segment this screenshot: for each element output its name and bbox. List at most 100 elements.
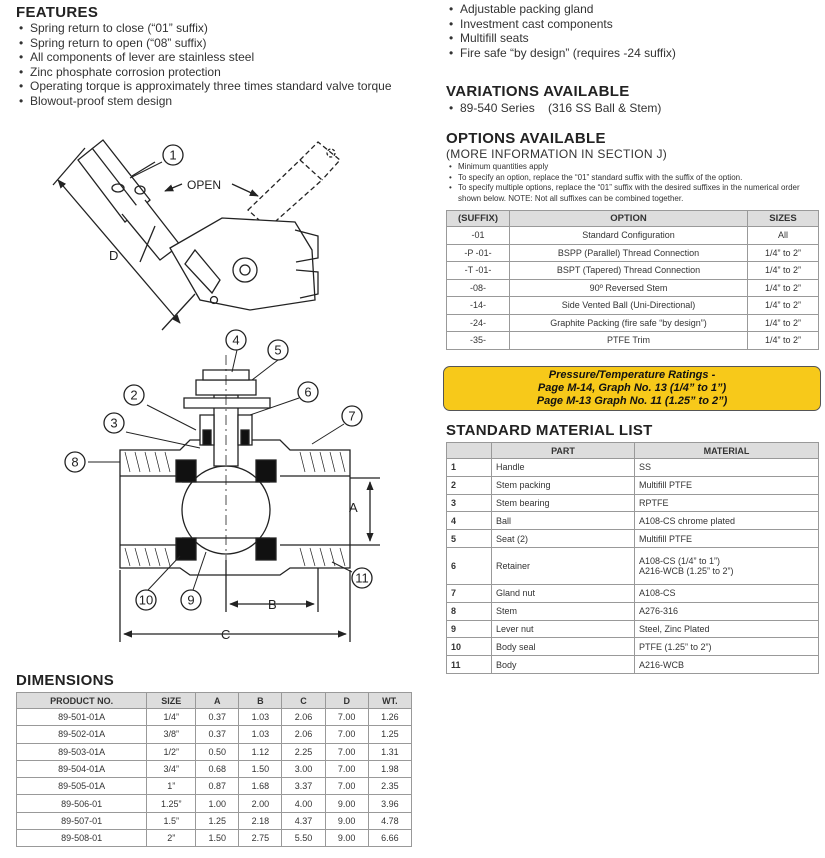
column-header: SIZE	[146, 692, 197, 709]
open-label: OPEN	[187, 178, 221, 192]
table-cell: Stem packing	[491, 475, 635, 495]
table-cell: 1/4” to 2”	[747, 243, 819, 262]
column-header	[446, 442, 492, 459]
column-header: OPTION	[509, 210, 748, 227]
table-cell: 7.00	[324, 777, 369, 796]
table-cell: 89-501-01A	[15, 707, 148, 727]
column-header: D	[324, 692, 369, 709]
dim-label-c: C	[221, 627, 230, 642]
callout-number: 8	[71, 455, 78, 470]
table-cell: Multifill PTFE	[634, 475, 819, 495]
callout-circle	[103, 412, 125, 434]
table-cell: 11	[446, 655, 492, 674]
table-cell: 1.25	[367, 725, 413, 744]
table-cell: PTFE (1.25” to 2”)	[634, 637, 819, 657]
column-header: SIZES	[747, 210, 819, 227]
table-cell: Ball	[491, 511, 635, 531]
table-cell: Stem bearing	[491, 493, 635, 513]
options-subheading: (MORE INFORMATION IN SECTION J)	[446, 147, 668, 161]
table-cell: 1.68	[238, 777, 283, 796]
variations-heading: VARIATIONS AVAILABLE	[446, 83, 630, 100]
table-cell: 2.06	[281, 725, 326, 744]
options-notes: Minimum quantities applyTo specify an op…	[446, 162, 811, 204]
table-cell: Multifill PTFE	[634, 529, 819, 548]
table-cell: 2.18	[238, 811, 283, 831]
table-cell: 2	[446, 475, 492, 495]
table-cell: 7.00	[324, 707, 369, 727]
column-header: B	[238, 692, 283, 709]
table-cell: 1.26	[367, 707, 413, 727]
table-cell: 0.37	[195, 707, 240, 727]
table-cell: 1/4”	[146, 707, 197, 727]
table-cell: 1.12	[238, 742, 283, 761]
option-row: -14-Side Vented Ball (Uni-Directional)1/…	[446, 296, 819, 315]
column-header: WT.	[367, 692, 413, 709]
table-cell: PTFE Trim	[509, 331, 748, 350]
variations-list: 89-540 Series (316 SS Ball & Stem)	[446, 101, 816, 116]
table-cell: 3.37	[281, 777, 326, 796]
valve-section-view	[119, 355, 380, 642]
table-cell: -01	[446, 226, 510, 245]
table-cell: 1/4” to 2”	[747, 331, 819, 350]
table-cell: A108-CS chrome plated	[634, 511, 819, 531]
dim-label-d: D	[109, 248, 118, 263]
table-cell: Body	[491, 655, 635, 674]
feature-item: All components of lever are stainless st…	[16, 50, 436, 65]
table-cell: 1.50	[195, 829, 240, 848]
table-cell: 10	[446, 637, 492, 657]
callout-circle	[341, 405, 363, 427]
materials-heading: STANDARD MATERIAL LIST	[446, 422, 653, 439]
table-cell: 2.00	[238, 794, 283, 813]
table-cell: -14-	[446, 296, 510, 315]
table-cell: 1.03	[238, 725, 283, 744]
option-row: -P -01-BSPP (Parallel) Thread Connection…	[446, 243, 819, 262]
pressure-line-2: Page M-14, Graph No. 13 (1/4” to 1”)	[537, 382, 727, 394]
table-cell: 1”	[146, 777, 197, 796]
callout-number: 4	[232, 333, 239, 348]
feature-item: Adjustable packing gland	[446, 2, 816, 17]
table-cell: 4	[446, 511, 492, 531]
table-cell: 1.03	[238, 707, 283, 727]
table-cell: 2.25	[281, 742, 326, 761]
pressure-line-1: Pressure/Temperature Ratings -	[548, 369, 716, 381]
table-cell: A216-WCB	[634, 655, 819, 674]
callout-circle	[180, 589, 202, 611]
table-cell: 1.25	[195, 811, 240, 831]
table-cell: A108-CS	[634, 583, 819, 603]
table-cell: 1.25”	[146, 794, 197, 813]
table-cell: 6.66	[367, 829, 413, 848]
table-cell: BSPP (Parallel) Thread Connection	[509, 243, 748, 262]
table-cell: All	[747, 226, 819, 245]
callout-number: 10	[139, 593, 153, 608]
option-note: To specify multiple options, replace the…	[446, 183, 811, 204]
table-cell: Lever nut	[491, 619, 635, 639]
table-cell: 3/4”	[146, 759, 197, 779]
table-cell: Seat (2)	[491, 529, 635, 548]
table-cell: 89-505-01A	[15, 777, 148, 796]
column-header: A	[195, 692, 240, 709]
table-cell: Handle	[491, 458, 635, 477]
callout-circle	[267, 339, 289, 361]
table-cell: 1.50	[238, 759, 283, 779]
column-header: (SUFFIX)	[446, 210, 510, 227]
table-cell: Stem	[491, 601, 635, 621]
callout-number: 11	[355, 571, 369, 586]
table-cell: 1.5”	[146, 811, 197, 831]
column-header: PART	[491, 442, 635, 459]
feature-item: Zinc phosphate corrosion protection	[16, 65, 436, 80]
table-cell: Steel, Zinc Plated	[634, 619, 819, 639]
feature-item: Fire safe “by design” (requires -24 suff…	[446, 46, 816, 61]
table-cell: -35-	[446, 331, 510, 350]
column-header: MATERIAL	[634, 442, 819, 459]
